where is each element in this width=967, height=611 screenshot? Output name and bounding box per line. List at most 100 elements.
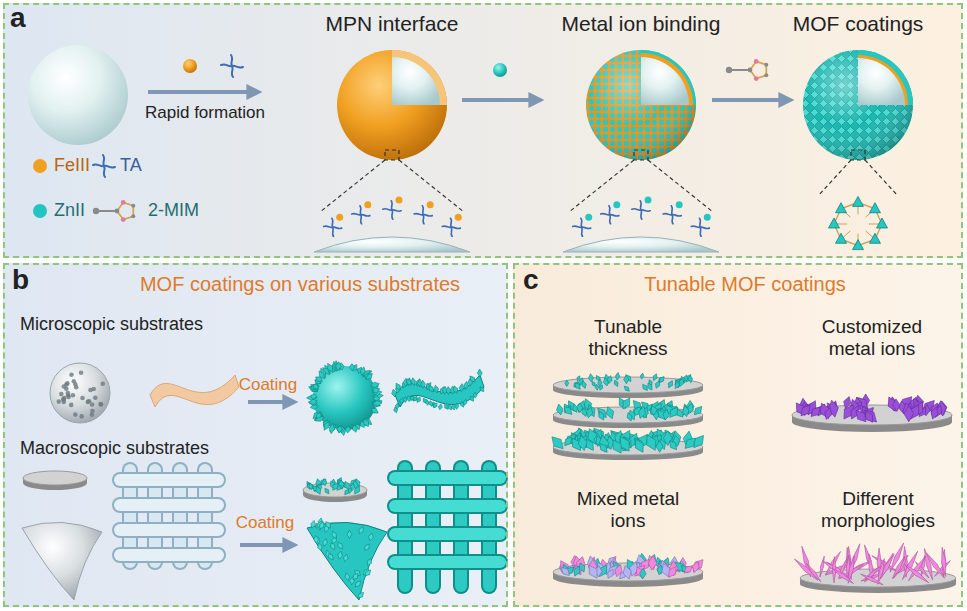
mof-crystal	[311, 394, 317, 399]
metal-ion	[645, 197, 652, 204]
mof-crystal	[670, 441, 677, 450]
mof-crystal	[328, 554, 333, 560]
mof-crystal	[347, 530, 352, 538]
art-shape	[120, 480, 218, 555]
process-arrow	[462, 98, 538, 102]
coating-arrow	[248, 400, 292, 404]
mof-crystal	[319, 371, 324, 379]
legend-swatch	[32, 158, 48, 174]
art-shape	[395, 554, 500, 570]
mof-crystal	[832, 568, 853, 583]
mof-crystal	[365, 570, 371, 576]
mof-crystal	[425, 400, 429, 406]
mof-crystal	[337, 426, 342, 433]
panel-text: MOF coatings	[793, 12, 924, 36]
mof-crystal	[345, 489, 349, 495]
pore	[80, 396, 85, 401]
art-shape	[395, 500, 500, 512]
mof-crystal	[694, 435, 704, 447]
art-shape	[120, 472, 218, 488]
sphere-shade	[803, 50, 913, 160]
panel-letter: c	[523, 264, 539, 296]
mof-crystal	[337, 426, 342, 433]
mof-crystal	[679, 379, 684, 387]
mof-crystal	[360, 367, 365, 375]
art-shape	[399, 160, 464, 212]
pore	[90, 402, 95, 407]
mof-sphere	[803, 50, 913, 160]
process-arrow	[148, 90, 256, 94]
pore	[71, 393, 76, 398]
mof-crystal	[448, 405, 452, 410]
mof-crystal	[455, 403, 459, 409]
mof-crystal	[589, 565, 597, 578]
mof-crystal	[366, 374, 372, 380]
art-shape	[120, 499, 218, 511]
mof-crystal	[373, 401, 383, 406]
mof-crystal	[614, 380, 618, 386]
zn-ion	[493, 63, 507, 77]
panel-ground	[3, 3, 963, 258]
mof-crystal	[648, 383, 652, 390]
ta-icon	[221, 55, 243, 77]
mof-crystal	[407, 379, 411, 386]
ta-molecule	[573, 218, 591, 236]
mof-crystal	[344, 554, 349, 562]
art-shape	[120, 480, 218, 555]
mof-crystal	[683, 406, 690, 417]
mof-crystal	[604, 378, 609, 386]
pore	[91, 387, 96, 392]
mof-crystal	[904, 406, 914, 422]
inset-surface	[563, 237, 719, 252]
pore	[73, 412, 78, 417]
cut-core	[641, 57, 689, 105]
mof-crystal	[692, 561, 699, 572]
mof-crystal	[337, 485, 341, 490]
coated-mesh	[395, 468, 500, 586]
pore	[66, 393, 71, 398]
mof-crystal	[453, 386, 458, 394]
pore	[59, 392, 64, 397]
mof-crystal	[345, 573, 350, 581]
art-shape	[120, 522, 218, 538]
mof-crystal	[332, 531, 336, 538]
mof-crystal	[586, 439, 593, 450]
art-shape	[120, 549, 218, 561]
mof-crystal	[345, 426, 350, 433]
panel-box: aMPN interfaceMetal ion bindingMOF coati…	[3, 3, 963, 258]
mof-crystal	[878, 559, 885, 585]
mof-crystal	[311, 384, 318, 390]
panel-text: Different morphologies	[798, 488, 958, 532]
legend-text: TA	[120, 155, 142, 176]
mof-crystal	[407, 396, 411, 402]
mof-crystal	[801, 405, 810, 415]
coating-arrow	[240, 543, 292, 547]
mof-crystal	[643, 384, 648, 390]
mof-crystal	[480, 387, 484, 392]
legend-text: 2-MIM	[148, 200, 199, 221]
mof-crystal	[811, 407, 820, 416]
mof-crystal	[355, 486, 360, 494]
mof-crystal	[373, 388, 380, 393]
mof-crystal	[866, 411, 873, 422]
art-shape	[395, 528, 500, 540]
mof-crystal	[337, 426, 342, 433]
pore	[69, 373, 74, 378]
mim-icon	[726, 59, 768, 81]
art-shape	[634, 150, 648, 160]
ribbon-substrate	[150, 375, 239, 407]
mof-crystal	[392, 389, 397, 397]
process-arrow	[712, 98, 788, 102]
mof-crystal	[312, 383, 319, 388]
pore	[99, 402, 104, 407]
metal-ion	[613, 201, 620, 208]
mof-crystal	[655, 381, 659, 388]
art-shape	[395, 478, 500, 562]
panel-text: MPN interface	[325, 12, 458, 36]
mof-crystal	[463, 399, 467, 405]
panel-box: cTunable MOF coatingsTunable thicknessCu…	[513, 263, 963, 607]
mof-crystal	[329, 423, 334, 433]
mof-crystal	[627, 413, 632, 421]
fe-ion	[183, 59, 197, 73]
mof-crystal	[311, 520, 316, 528]
